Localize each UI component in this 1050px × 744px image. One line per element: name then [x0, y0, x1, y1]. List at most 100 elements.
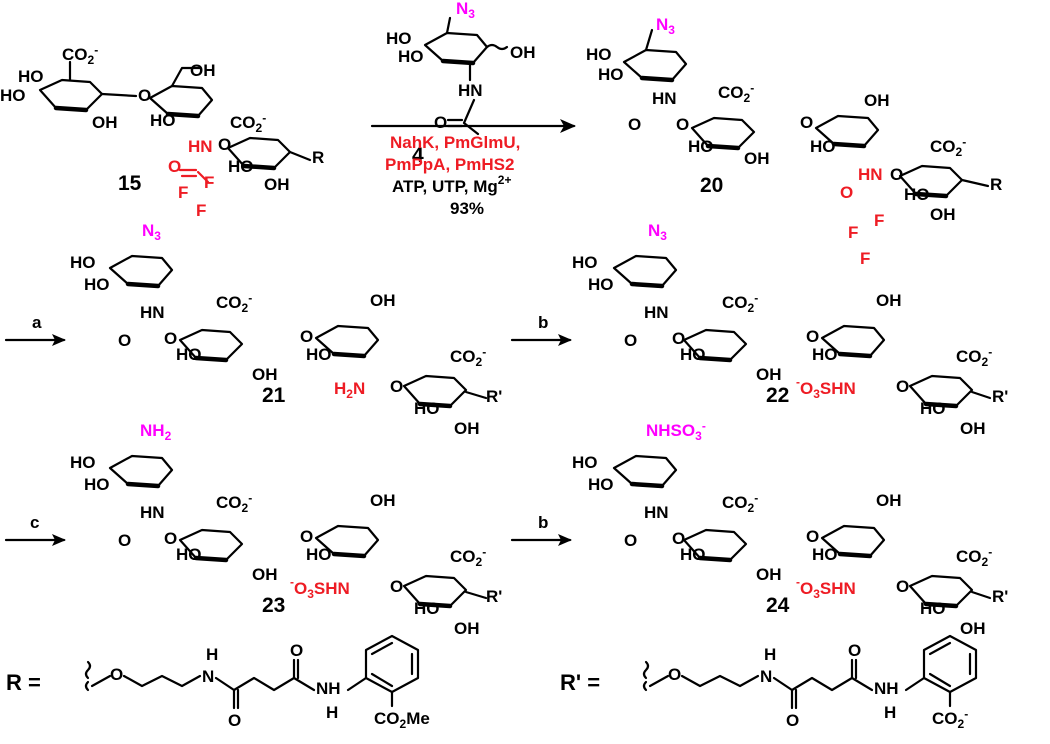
- r-prime-group: R': [992, 387, 1008, 406]
- azide-group: N3: [656, 15, 675, 37]
- compound-15-structure: HO HO OH CO2- O OH HO HN O F F F O CO2- …: [0, 43, 324, 220]
- ho-group: HO: [588, 475, 614, 494]
- r-prime-group: R': [992, 587, 1008, 606]
- fluorine: F: [196, 201, 206, 220]
- hn-group: HN: [188, 137, 213, 156]
- carbonyl-o: O: [118, 531, 131, 550]
- compound-label-20: 20: [700, 174, 723, 197]
- carboxylate-group: CO2-: [956, 345, 992, 369]
- ho-group: HO: [70, 453, 96, 472]
- carbonyl-o: O: [786, 711, 799, 730]
- anilide-hydrogen: H: [884, 703, 896, 722]
- ether-oxygen: O: [668, 665, 681, 684]
- ho-group: HO: [414, 399, 440, 418]
- compound-20-structure: N3 HO HO HN O O CO2- HO OH O OH HO HN O …: [586, 15, 1002, 268]
- glycosidic-oxygen: O: [300, 327, 313, 346]
- oh-group: OH: [960, 419, 986, 438]
- compound-24-structure: NHSO3- HO HO HN O O CO2- HO OH O OH HO -…: [572, 419, 1008, 638]
- carboxylate-group: CO2-: [216, 291, 252, 315]
- glycosidic-oxygen: O: [806, 327, 819, 346]
- ether-oxygen: O: [110, 665, 123, 684]
- glycosidic-oxygen: O: [896, 377, 909, 396]
- hn-group: HN: [140, 303, 165, 322]
- carboxylate-group: CO2-: [718, 81, 754, 105]
- carboxylate-group: CO2-: [216, 491, 252, 515]
- oh-group: OH: [960, 619, 986, 638]
- oh-group: OH: [454, 619, 480, 638]
- oh-group: OH: [92, 113, 118, 132]
- r-prime-group: R': [486, 587, 502, 606]
- ho-group: HO: [414, 599, 440, 618]
- anilide-nh: NH: [874, 679, 899, 698]
- reaction-arrow-a: [4, 334, 66, 346]
- reaction-arrow-1: [370, 119, 576, 133]
- cofactor-list: ATP, UTP, Mg2+: [392, 173, 511, 196]
- oh-group: OH: [756, 565, 782, 584]
- oh-group: OH: [264, 175, 290, 194]
- compound-label-23: 23: [262, 594, 285, 617]
- r-prime-definition-label: R' =: [560, 670, 600, 695]
- r-prime-definition: R' = O N H O O NH H CO2-: [560, 634, 978, 731]
- anilide-hydrogen: H: [326, 703, 338, 722]
- oh-group: OH: [930, 205, 956, 224]
- oh-group: OH: [190, 61, 216, 80]
- ho-group: HO: [306, 545, 332, 564]
- ho-group: HO: [688, 137, 714, 156]
- carboxylate-group: CO2-: [932, 707, 968, 731]
- carbonyl-o: O: [168, 157, 181, 176]
- enzyme-list: NahK, PmGlmU,: [390, 133, 520, 152]
- ho-group: HO: [176, 345, 202, 364]
- reaction-arrow-b1: [510, 334, 572, 346]
- reaction-arrow-b2: [510, 534, 572, 546]
- amide-hydrogen: H: [764, 645, 776, 664]
- glycosidic-oxygen: O: [300, 527, 313, 546]
- fluorine: F: [874, 211, 884, 230]
- compound-label-24: 24: [766, 594, 790, 617]
- oh-group: OH: [864, 91, 890, 110]
- ho-group: HO: [70, 253, 96, 272]
- ho-group: HO: [398, 47, 424, 66]
- glycosidic-oxygen: O: [890, 165, 903, 184]
- anilide-nh: NH: [316, 679, 341, 698]
- ho-group: HO: [588, 275, 614, 294]
- amine-group: H2N: [334, 379, 365, 401]
- oh-group: OH: [744, 149, 770, 168]
- carbonyl-o: O: [434, 113, 447, 132]
- r-definition-label: R =: [6, 670, 41, 695]
- carboxylate-group: CO2-: [722, 491, 758, 515]
- carbonyl-o: O: [624, 331, 637, 350]
- fluorine: F: [848, 223, 858, 242]
- ho-group: HO: [306, 345, 332, 364]
- ho-group: HO: [920, 599, 946, 618]
- compound-22-structure: N3 HO HO HN O O CO2- HO OH O OH HO -O3SH…: [572, 221, 1008, 438]
- ho-group: HO: [228, 157, 254, 176]
- azide-group: N3: [456, 0, 475, 21]
- sulfamate-group: -O3SHN: [290, 575, 350, 601]
- compound-23-structure: NH2 HO HO HN O O CO2- HO OH O OH HO -O3S…: [70, 421, 502, 638]
- fluorine: F: [178, 183, 188, 202]
- glycosidic-oxygen: O: [800, 113, 813, 132]
- carbonyl-o: O: [228, 711, 241, 730]
- reaction-arrow-c: [4, 534, 66, 546]
- oh-group: OH: [252, 365, 278, 384]
- ho-group: HO: [810, 137, 836, 156]
- compound-label-15: 15: [118, 172, 142, 195]
- carboxylate-group: CO2-: [230, 111, 266, 135]
- compound-4-structure: N3 HO HO OH HN O: [386, 0, 536, 136]
- ho-group: HO: [572, 453, 598, 472]
- amide-nitrogen: N: [202, 667, 214, 686]
- yield-text: 93%: [450, 199, 484, 218]
- ho-group: HO: [150, 111, 176, 130]
- ho-group: HO: [904, 185, 930, 204]
- fluorine: F: [860, 249, 870, 268]
- hn-group: HN: [644, 503, 669, 522]
- step-b-label: b: [538, 313, 548, 332]
- fluorine: F: [204, 173, 214, 192]
- carbonyl-o: O: [628, 115, 641, 134]
- oh-group: OH: [876, 291, 902, 310]
- hn-group: HN: [644, 303, 669, 322]
- hn-group: HN: [458, 81, 483, 100]
- glycosidic-oxygen: O: [390, 377, 403, 396]
- ho-group: HO: [598, 65, 624, 84]
